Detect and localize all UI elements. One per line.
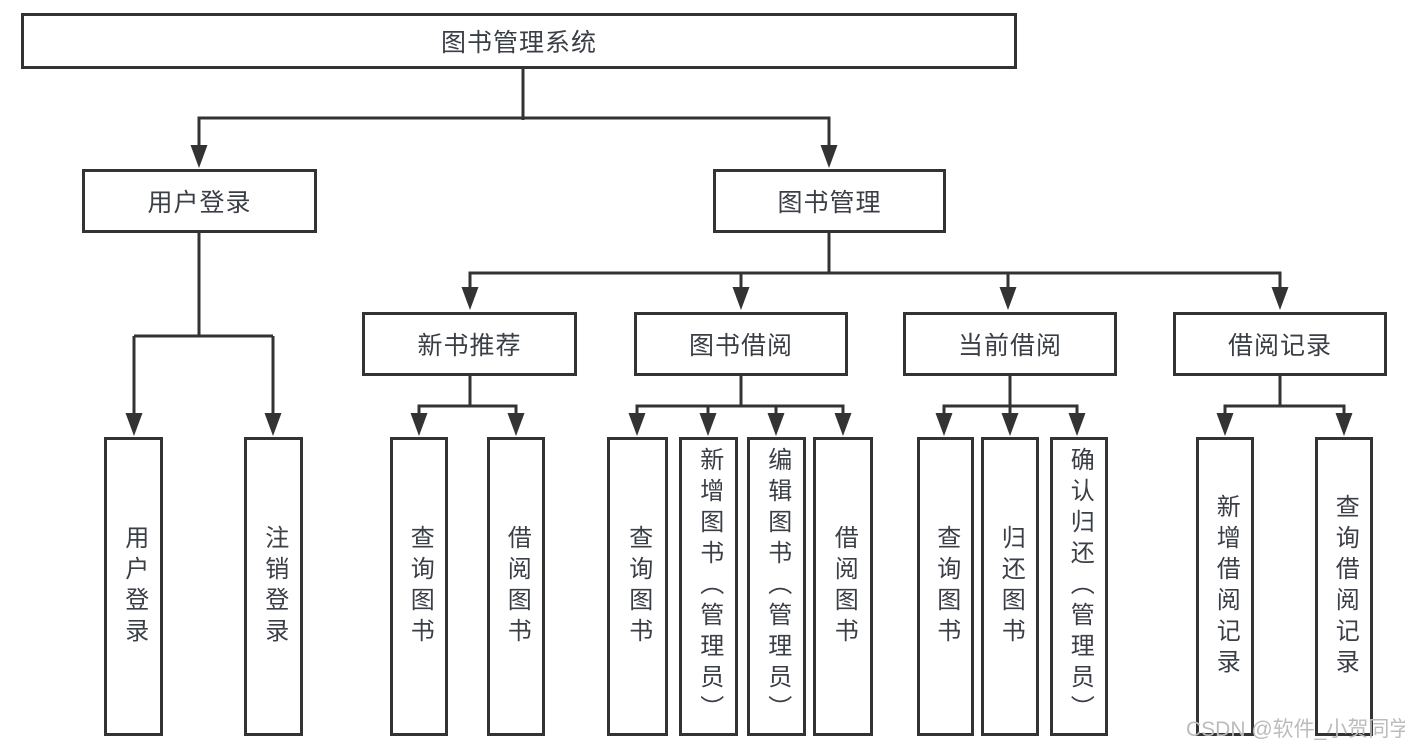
node-label: 新增图书（管理员）	[695, 447, 723, 726]
node-label: 归还图书	[997, 524, 1025, 649]
node-label: 注销登录	[260, 524, 288, 649]
leaf-add-borrow-record: 新增借阅记录	[1196, 437, 1254, 736]
node-label: 查询图书	[624, 524, 652, 649]
node-label: 图书管理系统	[440, 29, 597, 57]
node-label: 用户登录	[147, 189, 252, 217]
leaf-edit-books-admin: 编辑图书（管理员）	[747, 437, 806, 736]
node-label: 新书推荐	[417, 332, 522, 360]
leaf-logout: 注销登录	[244, 437, 303, 736]
node-label: 图书借阅	[688, 332, 793, 360]
leaf-borrow-books-recommend: 借阅图书	[487, 437, 545, 736]
node-current-borrowing: 当前借阅	[903, 312, 1117, 376]
node-book-borrowing: 图书借阅	[634, 312, 848, 376]
leaf-add-books-admin: 新增图书（管理员）	[679, 437, 738, 736]
node-label: 查询图书	[406, 524, 434, 649]
leaf-query-borrow-record: 查询借阅记录	[1315, 437, 1373, 736]
node-label: 查询图书	[932, 524, 960, 649]
node-label: 用户登录	[120, 524, 148, 649]
node-label: 查询借阅记录	[1331, 493, 1359, 680]
leaf-query-books-current: 查询图书	[917, 437, 974, 736]
leaf-borrow-books: 借阅图书	[813, 437, 873, 736]
node-label: 当前借阅	[957, 332, 1062, 360]
leaf-return-books: 归还图书	[981, 437, 1039, 736]
node-label: 编辑图书（管理员）	[763, 447, 791, 726]
node-label: 借阅记录	[1227, 332, 1332, 360]
node-user-login: 用户登录	[82, 169, 317, 233]
node-root-system: 图书管理系统	[21, 13, 1017, 69]
csdn-watermark: CSDN @软件_小贺同学	[1186, 718, 1405, 741]
node-label: 借阅图书	[503, 524, 531, 649]
leaf-confirm-return-admin: 确认归还（管理员）	[1050, 437, 1108, 736]
node-label: 图书管理	[777, 189, 882, 217]
node-book-management: 图书管理	[713, 169, 946, 233]
node-borrowing-records: 借阅记录	[1173, 312, 1387, 376]
leaf-query-books-recommend: 查询图书	[390, 437, 448, 736]
node-new-book-recommend: 新书推荐	[362, 312, 577, 376]
leaf-user-login: 用户登录	[104, 437, 163, 736]
node-label: 确认归还（管理员）	[1066, 447, 1094, 726]
node-label: 新增借阅记录	[1212, 493, 1240, 680]
node-label: 借阅图书	[830, 524, 858, 649]
leaf-query-books-borrowing: 查询图书	[607, 437, 668, 736]
